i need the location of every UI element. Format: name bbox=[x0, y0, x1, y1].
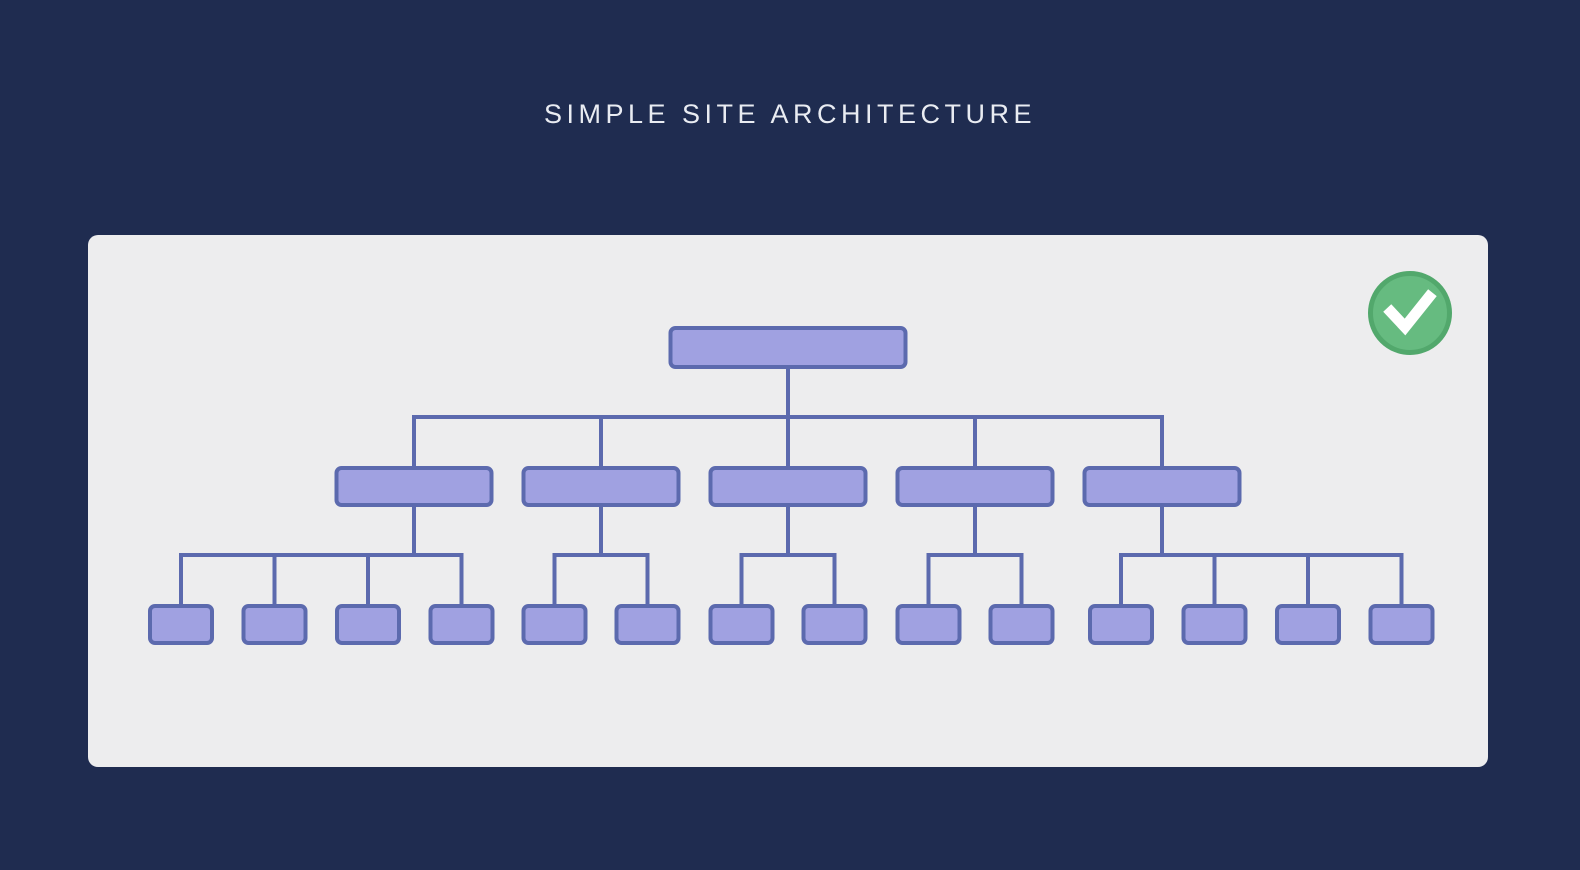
node-section-1 bbox=[334, 466, 494, 507]
node-page bbox=[521, 604, 588, 645]
node-page bbox=[1181, 604, 1248, 645]
node-section-4 bbox=[895, 466, 1055, 507]
page-title: SIMPLE SITE ARCHITECTURE bbox=[543, 99, 1037, 129]
site-architecture-tree bbox=[148, 326, 1435, 645]
node-page bbox=[1368, 604, 1435, 645]
node-home bbox=[668, 326, 908, 369]
node-page bbox=[614, 604, 681, 645]
node-page bbox=[148, 604, 214, 645]
node-page bbox=[241, 604, 308, 645]
node-page bbox=[1088, 604, 1154, 645]
node-page bbox=[1275, 604, 1341, 645]
node-page bbox=[708, 604, 775, 645]
node-page bbox=[428, 604, 495, 645]
node-section-2 bbox=[521, 466, 681, 507]
node-page bbox=[988, 604, 1055, 645]
approved-badge bbox=[1368, 271, 1452, 355]
node-section-3 bbox=[708, 466, 868, 507]
node-page bbox=[335, 604, 401, 645]
checkmark-icon bbox=[1383, 289, 1437, 336]
diagram-card bbox=[88, 235, 1488, 767]
node-page bbox=[801, 604, 868, 645]
node-section-5 bbox=[1082, 466, 1242, 507]
node-page bbox=[895, 604, 962, 645]
